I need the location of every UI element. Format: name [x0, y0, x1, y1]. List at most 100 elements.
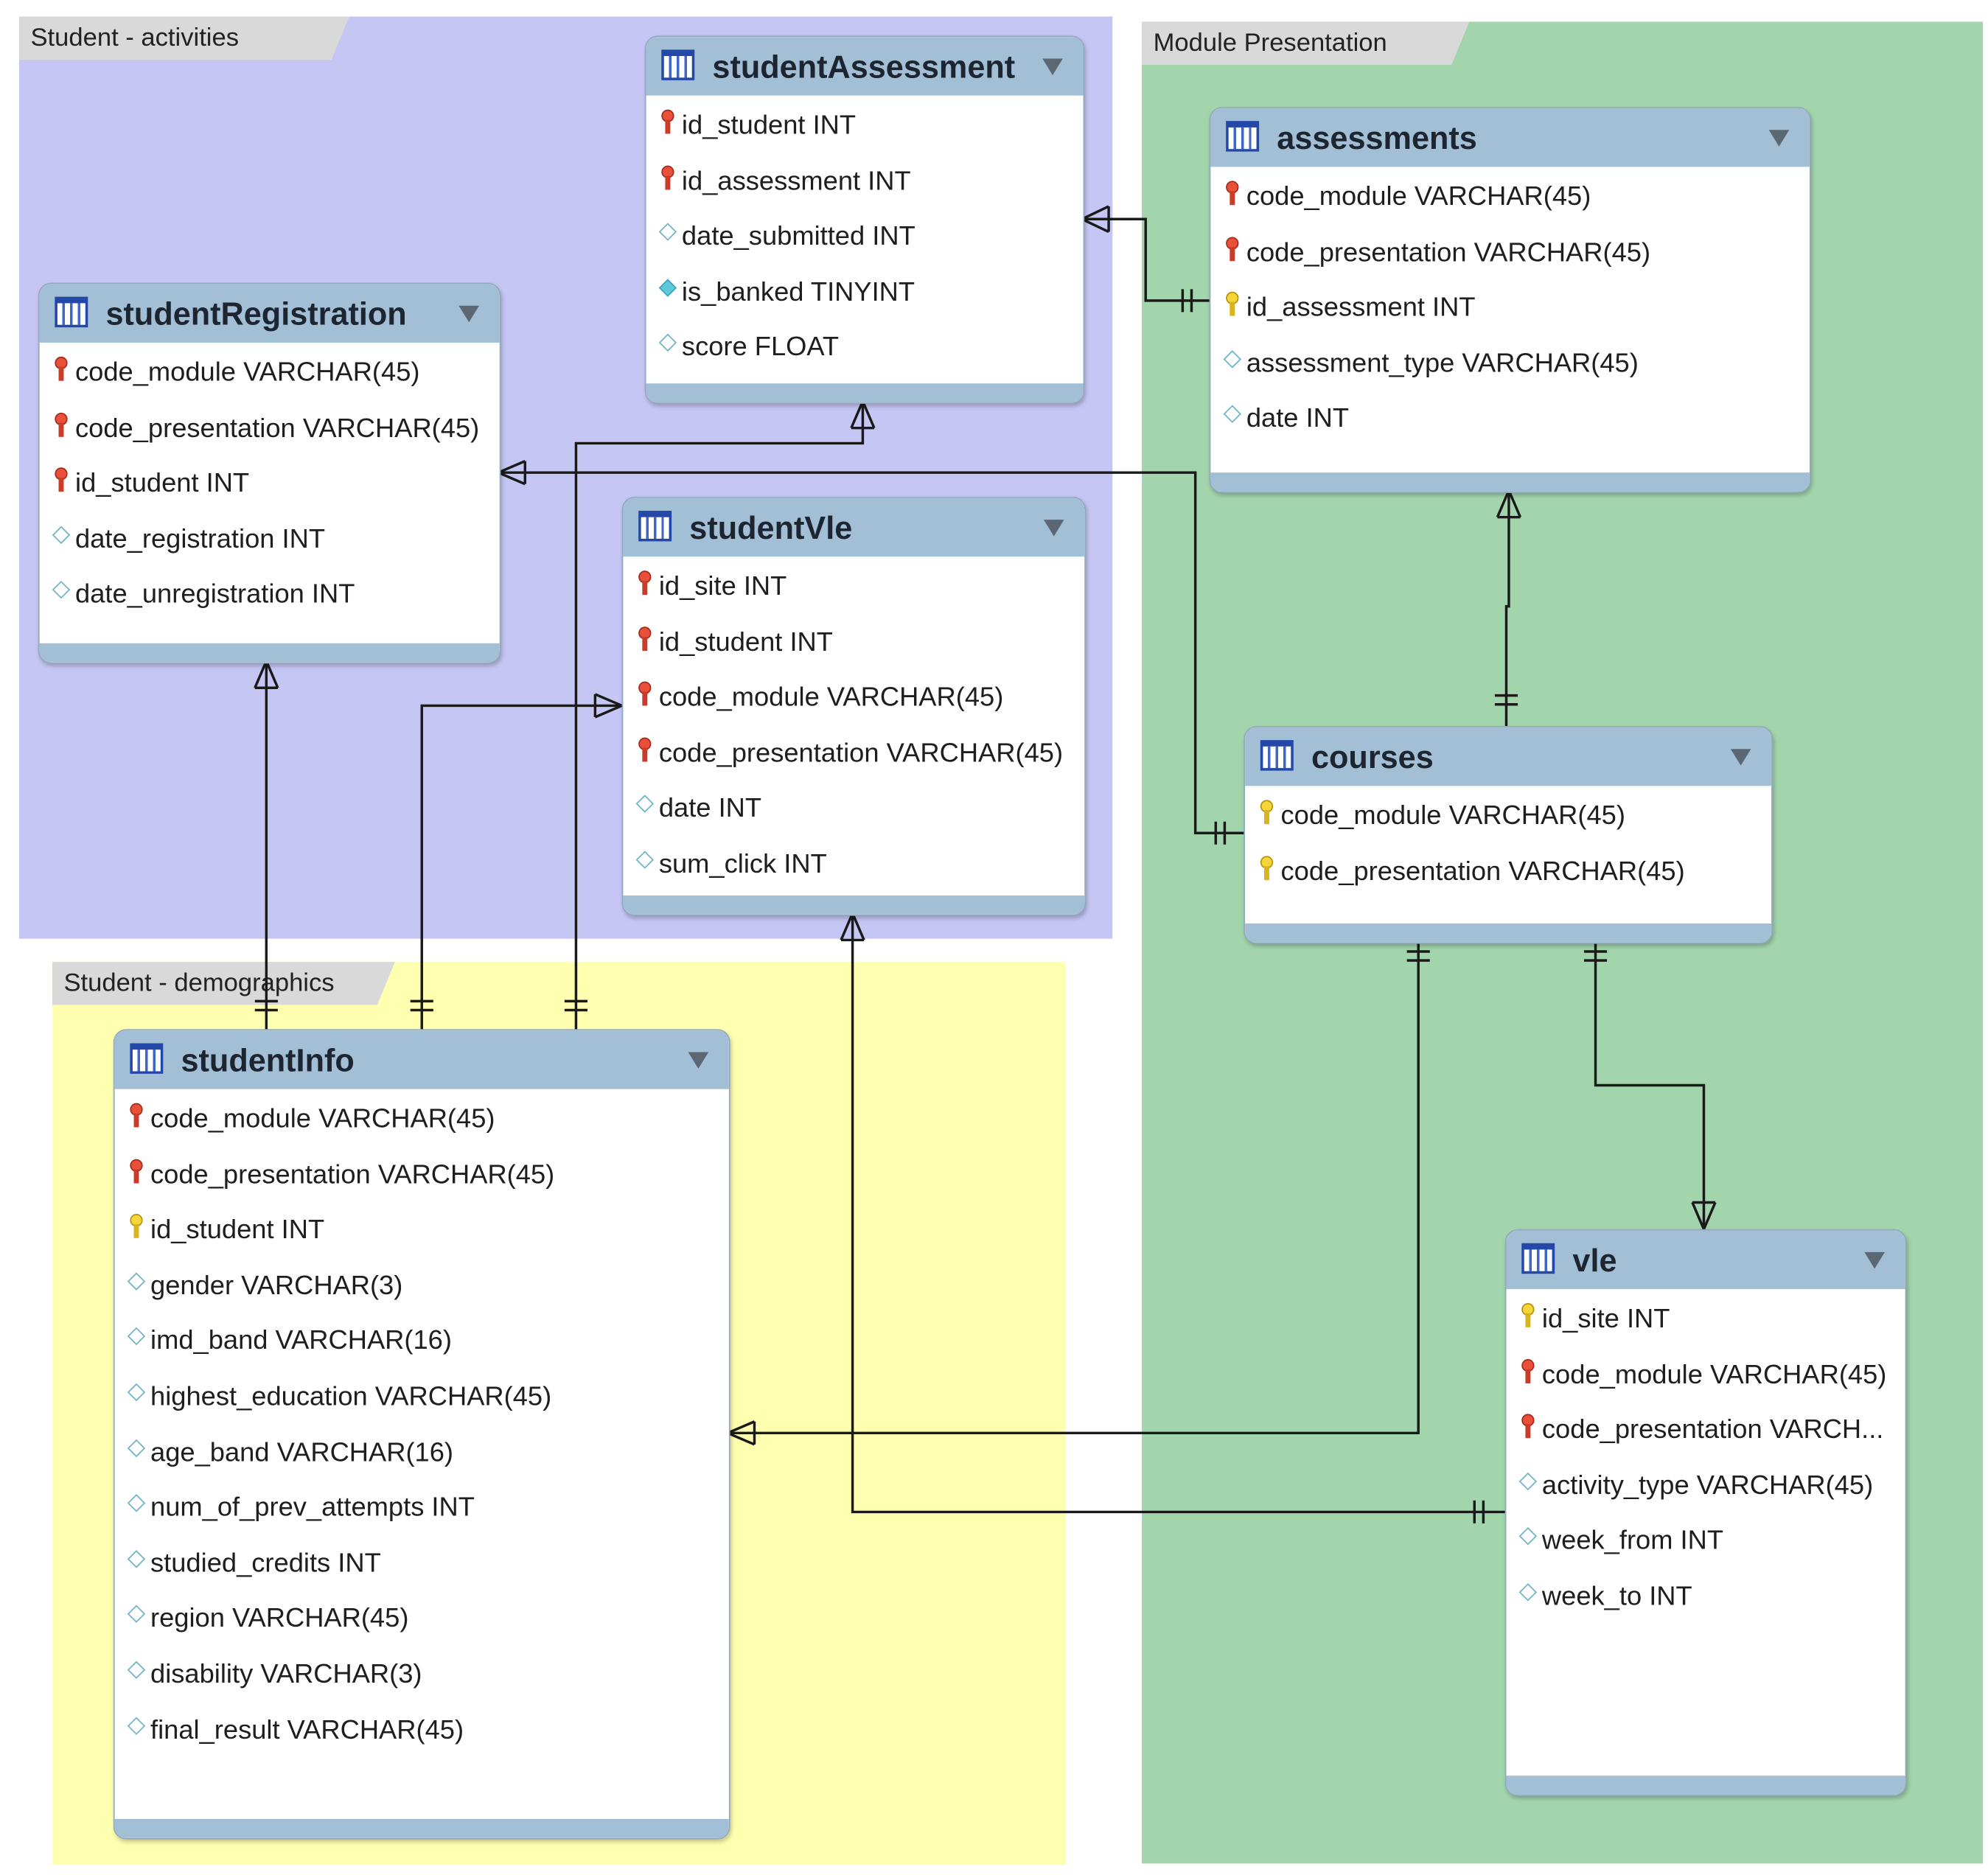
column-row[interactable]: age_band VARCHAR(16) — [115, 1422, 729, 1478]
diamond-icon — [635, 848, 655, 874]
group-label: Student - activities — [19, 16, 349, 60]
table-footer — [1506, 1776, 1905, 1795]
collapse-arrow-icon[interactable] — [1730, 749, 1751, 766]
table-footer — [623, 895, 1085, 915]
column-row[interactable]: id_student INT — [40, 454, 500, 509]
table-vle[interactable]: vle id_site INT code_module VARCHAR(45) co… — [1504, 1229, 1907, 1796]
column-label: region VARCHAR(45) — [150, 1604, 409, 1634]
column-row[interactable]: disability VARCHAR(3) — [115, 1644, 729, 1700]
column-row[interactable]: code_module VARCHAR(45) — [1507, 1344, 1905, 1400]
column-row[interactable]: id_site INT — [623, 556, 1084, 612]
diamond-icon — [127, 1436, 146, 1462]
table-header[interactable]: studentAssessment — [646, 37, 1084, 96]
collapse-arrow-icon[interactable] — [1043, 520, 1064, 537]
table-header[interactable]: studentRegistration — [39, 284, 500, 343]
column-label: code_module VARCHAR(45) — [150, 1104, 495, 1134]
column-row[interactable]: activity_type VARCHAR(45) — [1507, 1456, 1905, 1511]
red-key-icon — [52, 412, 70, 438]
column-row[interactable]: id_assessment INT — [646, 151, 1084, 206]
table-header[interactable]: vle — [1506, 1230, 1905, 1289]
column-row[interactable]: id_student INT — [646, 96, 1084, 151]
column-row[interactable]: num_of_prev_attempts INT — [115, 1478, 729, 1533]
column-row[interactable]: date_unregistration INT — [40, 565, 500, 620]
column-row[interactable]: final_result VARCHAR(45) — [115, 1700, 729, 1755]
column-list: id_student INT id_assessment INT date_subm… — [646, 96, 1084, 374]
column-row[interactable]: sum_click INT — [623, 834, 1084, 890]
column-label: code_presentation VARCHAR(45) — [75, 413, 480, 443]
table-icon — [1260, 740, 1294, 771]
column-row[interactable]: code_presentation VARCHAR(45) — [623, 723, 1084, 778]
column-row[interactable]: date INT — [1210, 389, 1810, 444]
collapse-arrow-icon[interactable] — [1042, 58, 1063, 75]
table-header[interactable]: studentVle — [623, 497, 1085, 557]
column-row[interactable]: id_site INT — [1507, 1289, 1905, 1344]
column-row[interactable]: code_presentation VARCH... — [1507, 1400, 1905, 1456]
column-row[interactable]: code_module VARCHAR(45) — [1245, 786, 1771, 841]
column-label: code_module VARCHAR(45) — [658, 682, 1004, 713]
group-label: Student - demographics — [52, 962, 395, 1005]
table-name: studentRegistration — [105, 296, 407, 333]
column-label: code_module VARCHAR(45) — [75, 357, 420, 388]
column-row[interactable]: code_module VARCHAR(45) — [1210, 167, 1810, 222]
column-row[interactable]: is_banked TINYINT — [646, 262, 1084, 318]
table-header[interactable]: assessments — [1210, 108, 1810, 167]
column-row[interactable]: code_presentation VARCHAR(45) — [1245, 842, 1771, 897]
column-row[interactable]: date_registration INT — [40, 509, 500, 565]
column-row[interactable]: week_from INT — [1507, 1511, 1905, 1566]
relationship-line — [1504, 490, 1510, 727]
column-label: id_site INT — [1541, 1304, 1670, 1334]
column-label: age_band VARCHAR(16) — [150, 1437, 454, 1467]
column-row[interactable]: id_student INT — [623, 612, 1084, 668]
column-row[interactable]: code_module VARCHAR(45) — [623, 668, 1084, 723]
table-footer — [1245, 923, 1772, 943]
relationship-line — [1081, 217, 1210, 302]
table-footer — [114, 1818, 729, 1838]
diamond-icon — [1223, 347, 1242, 373]
column-row[interactable]: gender VARCHAR(3) — [115, 1256, 729, 1311]
column-row[interactable]: region VARCHAR(45) — [115, 1589, 729, 1644]
red-key-icon — [1224, 181, 1241, 206]
column-row[interactable]: code_module VARCHAR(45) — [115, 1089, 729, 1145]
red-key-icon — [636, 626, 654, 652]
column-row[interactable]: code_presentation VARCHAR(45) — [1210, 223, 1810, 278]
column-row[interactable]: date_submitted INT — [646, 206, 1084, 262]
column-label: code_module VARCHAR(45) — [1541, 1360, 1887, 1389]
table-studentInfo[interactable]: studentInfo code_module VARCHAR(45) code_… — [113, 1029, 730, 1840]
table-assessments[interactable]: assessments code_module VARCHAR(45) code_… — [1209, 107, 1811, 493]
column-row[interactable]: code_module VARCHAR(45) — [40, 343, 500, 398]
collapse-arrow-icon[interactable] — [1864, 1251, 1885, 1269]
column-row[interactable]: id_assessment INT — [1210, 278, 1810, 333]
table-header[interactable]: studentInfo — [114, 1030, 729, 1089]
collapse-arrow-icon[interactable] — [458, 305, 480, 323]
column-row[interactable]: week_to INT — [1507, 1567, 1905, 1622]
column-label: code_module VARCHAR(45) — [1246, 182, 1591, 212]
table-icon — [1521, 1243, 1555, 1274]
column-label: id_student INT — [681, 111, 857, 141]
red-key-icon — [636, 681, 654, 708]
column-row[interactable]: studied_credits INT — [115, 1533, 729, 1588]
table-studentAssessment[interactable]: studentAssessment id_student INT id_asses… — [644, 35, 1085, 404]
table-studentRegistration[interactable]: studentRegistration code_module VARCHAR(… — [38, 282, 501, 664]
yellow-key-icon — [128, 1214, 145, 1240]
column-row[interactable]: code_presentation VARCHAR(45) — [115, 1145, 729, 1200]
table-header[interactable]: courses — [1245, 727, 1772, 786]
column-row[interactable]: assessment_type VARCHAR(45) — [1210, 333, 1810, 388]
column-row[interactable]: id_student INT — [115, 1200, 729, 1255]
column-label: id_assessment INT — [681, 166, 911, 196]
red-key-icon — [128, 1103, 145, 1129]
table-icon — [638, 511, 672, 542]
column-row[interactable]: highest_education VARCHAR(45) — [115, 1366, 729, 1422]
table-courses[interactable]: courses code_module VARCHAR(45)code_pres… — [1244, 726, 1773, 944]
collapse-arrow-icon[interactable] — [688, 1052, 709, 1069]
table-name: courses — [1311, 740, 1434, 776]
column-label: code_presentation VARCHAR(45) — [658, 739, 1064, 768]
table-icon — [130, 1043, 164, 1074]
diamond-icon — [52, 523, 71, 549]
column-row[interactable]: code_presentation VARCHAR(45) — [40, 398, 500, 453]
column-row[interactable]: score FLOAT — [646, 318, 1084, 373]
collapse-arrow-icon[interactable] — [1768, 130, 1790, 147]
column-row[interactable]: date INT — [623, 779, 1084, 834]
column-row[interactable]: imd_band VARCHAR(16) — [115, 1311, 729, 1366]
